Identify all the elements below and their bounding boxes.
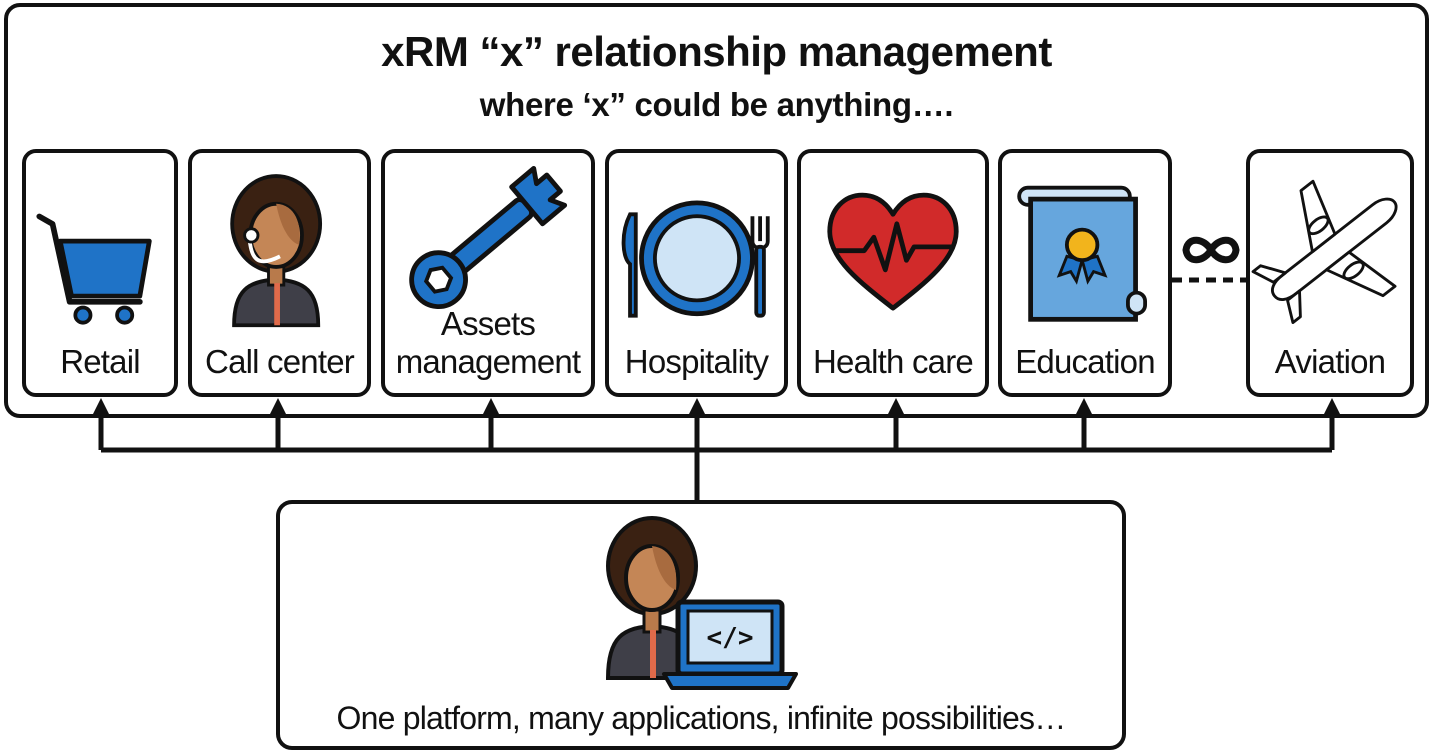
card-health-care[interactable]: Health care bbox=[797, 149, 989, 397]
card-hospitality[interactable]: Hospitality bbox=[605, 149, 788, 397]
card-label-hospitality: Hospitality bbox=[624, 343, 769, 380]
shopping-cart-icon bbox=[36, 213, 152, 325]
card-label-line-2: management bbox=[395, 343, 581, 380]
plate-cutlery-icon bbox=[621, 200, 770, 318]
card-assets-management[interactable]: Assets management bbox=[381, 149, 595, 397]
developer-laptop-icon: </> bbox=[605, 516, 798, 690]
card-label-assets-management: Assets management bbox=[385, 305, 591, 381]
heartbeat-icon bbox=[827, 192, 959, 311]
card-label-health-care: Health care bbox=[813, 343, 974, 380]
card-aviation[interactable]: Aviation bbox=[1246, 149, 1414, 397]
card-label-aviation: Aviation bbox=[1274, 343, 1386, 380]
card-label-line-1: Assets bbox=[440, 305, 536, 342]
footer-caption: One platform, many applications, infinit… bbox=[336, 700, 1067, 736]
diagram-subtitle: where ‘x” could be anything…. bbox=[479, 86, 954, 123]
wrench-icon bbox=[409, 165, 568, 310]
card-retail[interactable]: Retail bbox=[22, 149, 178, 397]
card-call-center[interactable]: Call center bbox=[188, 149, 371, 397]
airplane-icon bbox=[1251, 179, 1398, 325]
card-label-retail: Retail bbox=[60, 343, 140, 380]
diagram-title: xRM “x” relationship management bbox=[381, 28, 1052, 75]
infinity-icon bbox=[1182, 236, 1240, 264]
call-center-agent-icon bbox=[230, 174, 323, 328]
code-glyph: </> bbox=[707, 623, 754, 653]
card-education[interactable]: Education bbox=[998, 149, 1172, 397]
diploma-scroll-icon bbox=[1017, 185, 1148, 322]
card-label-education: Education bbox=[1015, 343, 1155, 380]
card-label-call-center: Call center bbox=[205, 343, 355, 380]
